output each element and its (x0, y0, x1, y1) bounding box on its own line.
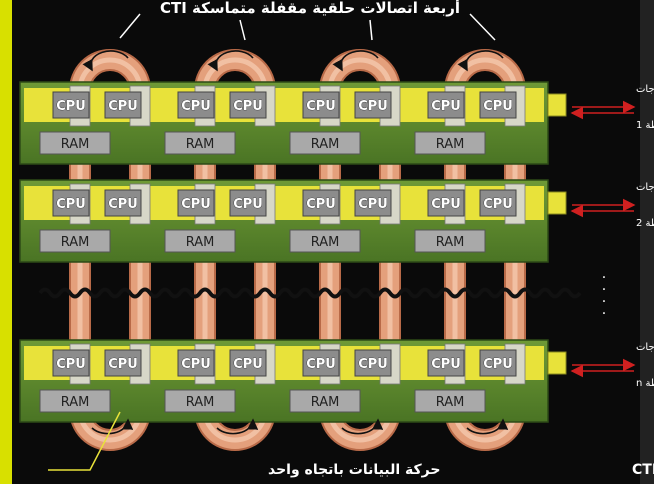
svg-text:·: · (602, 306, 606, 322)
ram-label: RAM (436, 235, 465, 250)
cpu-label: CPU (233, 357, 263, 372)
node-board: CPU CPU RAM CPU CPU RAM CPU CPU RAM CPU CPU RAM مدخل… (20, 82, 654, 164)
title-pointer-1 (120, 14, 140, 38)
title-pointer-3 (370, 20, 372, 40)
cpu-label: CPU (483, 197, 513, 212)
ram-label: RAM (436, 395, 465, 410)
ram-label: RAM (61, 395, 90, 410)
cpu-label: CPU (181, 357, 211, 372)
cpu-label: CPU (306, 197, 336, 212)
cpu-label: CPU (233, 197, 263, 212)
cpu-label: CPU (181, 197, 211, 212)
node-board: CPU CPU RAM CPU CPU RAM CPU CPU RAM CPU CPU RAM مدخل… (20, 180, 654, 262)
node-boards: CPU CPU RAM CPU CPU RAM CPU CPU RAM CPU CPU RAM مدخل… (20, 82, 654, 422)
right-dark-strip (640, 0, 654, 484)
ram-label: RAM (61, 137, 90, 152)
board-bus (24, 346, 544, 380)
tube-break-marks (40, 290, 580, 297)
ram-label: RAM (436, 137, 465, 152)
ram-label: RAM (311, 235, 340, 250)
title-pointer-2 (240, 20, 245, 40)
node-label: عقدة مترابطة 1 (636, 120, 654, 131)
node-ellipsis: · · · · (602, 270, 606, 322)
io-label: مدخلات/مخرجات (636, 342, 654, 353)
cpu-label: CPU (483, 99, 513, 114)
title-pointer-4 (470, 14, 495, 40)
left-accent-bar (0, 0, 12, 484)
caption-right: النفاذ للمسار خارج العقدة فقط من خلال CT… (632, 462, 654, 478)
cpu-label: CPU (181, 99, 211, 114)
cpu-label: CPU (306, 357, 336, 372)
ram-label: RAM (186, 395, 215, 410)
node-board: CPU CPU RAM CPU CPU RAM CPU CPU RAM CPU CPU RAM مدخل… (20, 340, 654, 422)
ram-label: RAM (186, 235, 215, 250)
board-bus (24, 186, 544, 220)
board-connector (548, 192, 566, 214)
board-connector (548, 352, 566, 374)
ram-label: RAM (311, 137, 340, 152)
cpu-label: CPU (358, 197, 388, 212)
cpu-label: CPU (56, 357, 86, 372)
cpu-label: CPU (108, 357, 138, 372)
cpu-label: CPU (108, 99, 138, 114)
cpu-label: CPU (431, 99, 461, 114)
caption-left: حركة البيانات باتجاه واحد (268, 462, 440, 478)
node-label: عقدة مترابطة 2 (636, 218, 654, 229)
cpu-label: CPU (358, 357, 388, 372)
cpu-label: CPU (56, 197, 86, 212)
cpu-label: CPU (108, 197, 138, 212)
cpu-label: CPU (431, 197, 461, 212)
io-label: مدخلات/مخرجات (636, 84, 654, 95)
ram-label: RAM (311, 395, 340, 410)
cpu-label: CPU (233, 99, 263, 114)
node-label: عقدة مترابطة n (636, 378, 654, 389)
diagram-title: أربعة اتصالات حلقية مقفلة متماسكة CTI (160, 0, 460, 17)
break-line (40, 290, 580, 297)
board-connector (548, 94, 566, 116)
io-label: مدخلات/مخرجات (636, 182, 654, 193)
ram-label: RAM (61, 235, 90, 250)
cpu-label: CPU (306, 99, 336, 114)
ram-label: RAM (186, 137, 215, 152)
cpu-label: CPU (358, 99, 388, 114)
cpu-label: CPU (56, 99, 86, 114)
board-bus (24, 88, 544, 122)
cpu-label: CPU (431, 357, 461, 372)
cpu-label: CPU (483, 357, 513, 372)
